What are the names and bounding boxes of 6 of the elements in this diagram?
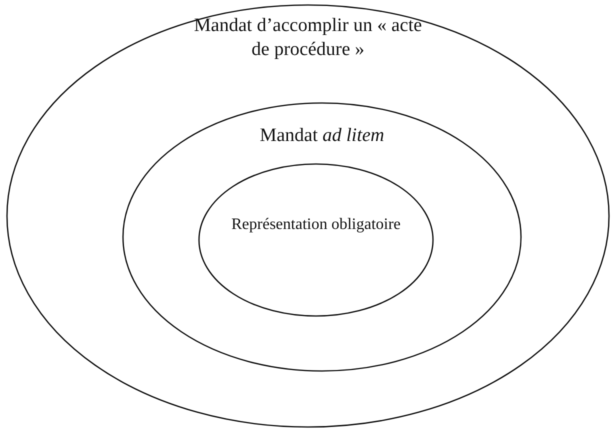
ellipse-label: Mandat ad litem — [258, 124, 386, 148]
middle-ellipse — [122, 102, 522, 372]
ellipse-label: Mandat d’accomplir un « acte de procédure » — [193, 14, 423, 62]
outer-ellipse — [6, 4, 610, 428]
inner-ellipse — [198, 163, 434, 317]
ellipse-label: Représentation obligatoire — [231, 215, 401, 235]
